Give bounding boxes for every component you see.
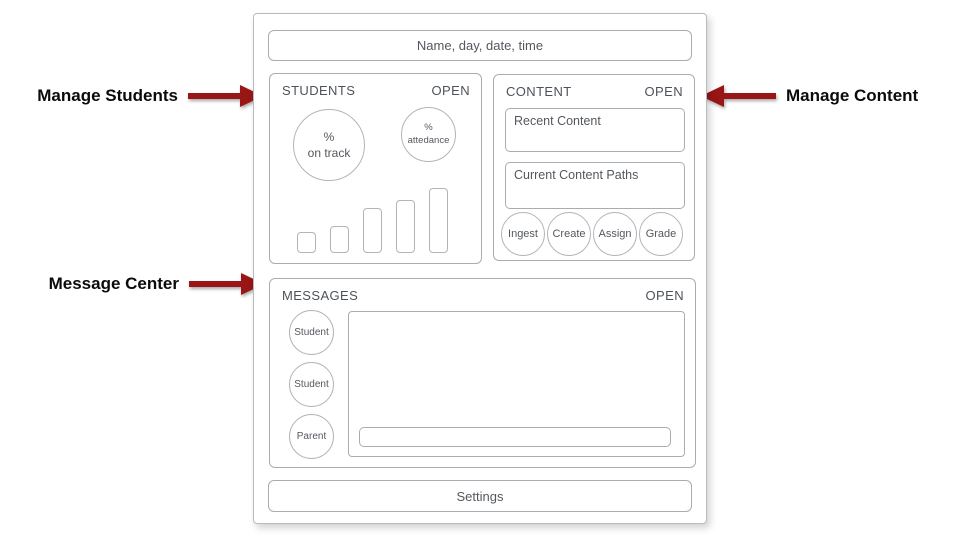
content-title: CONTENT xyxy=(506,84,572,99)
attendance-stat-circle: % attedance xyxy=(401,107,456,162)
settings-button[interactable]: Settings xyxy=(268,480,692,512)
message-thread-box xyxy=(348,311,685,457)
bar-chart xyxy=(297,188,448,253)
on-track-stat-circle: % on track xyxy=(293,109,365,181)
header-label: Name, day, date, time xyxy=(416,38,544,53)
action-circle-button[interactable]: Ingest xyxy=(501,212,545,256)
action-circle-button[interactable]: Grade xyxy=(639,212,683,256)
annotation-manage-students: Manage Students xyxy=(0,84,263,108)
content-panel-header: CONTENT OPEN xyxy=(506,84,683,99)
chart-bar xyxy=(297,232,316,253)
chart-bar xyxy=(429,188,448,253)
app-frame: Name, day, date, time STUDENTS OPEN % on… xyxy=(253,13,707,524)
students-panel-header: STUDENTS OPEN xyxy=(282,83,470,98)
annotation-label: Message Center xyxy=(48,274,179,293)
recent-content-label: Recent Content xyxy=(514,114,601,128)
annotation-label: Manage Content xyxy=(786,86,919,105)
contact-circle[interactable]: Student xyxy=(289,310,334,355)
messages-panel-header: MESSAGES OPEN xyxy=(282,288,684,303)
chart-bar xyxy=(330,226,349,253)
arrow-left-icon xyxy=(701,85,776,107)
content-paths-label: Current Content Paths xyxy=(514,168,639,182)
messages-open-button[interactable]: OPEN xyxy=(645,288,684,303)
annotation-label: Manage Students xyxy=(37,86,178,105)
students-open-button[interactable]: OPEN xyxy=(431,83,470,98)
action-circle-button[interactable]: Create xyxy=(547,212,591,256)
chart-bar xyxy=(363,208,382,253)
recent-content-box: Recent Content xyxy=(505,108,685,152)
annotation-manage-content: Manage Content xyxy=(701,84,960,108)
settings-label: Settings xyxy=(456,488,504,504)
chart-bar xyxy=(396,200,415,253)
students-panel: STUDENTS OPEN % on track % attedance xyxy=(269,73,482,264)
contact-circle[interactable]: Student xyxy=(289,362,334,407)
action-circle-button[interactable]: Assign xyxy=(593,212,637,256)
header-bar: Name, day, date, time xyxy=(268,30,692,61)
message-input[interactable] xyxy=(359,427,671,447)
annotation-message-center: Message Center xyxy=(0,272,264,296)
messages-title: MESSAGES xyxy=(282,288,359,303)
content-open-button[interactable]: OPEN xyxy=(644,84,683,99)
students-title: STUDENTS xyxy=(282,83,356,98)
content-panel: CONTENT OPEN Recent Content Current Cont… xyxy=(493,74,695,261)
arrow-right-icon xyxy=(188,85,263,107)
content-paths-box: Current Content Paths xyxy=(505,162,685,209)
contact-circle[interactable]: Parent xyxy=(289,414,334,459)
